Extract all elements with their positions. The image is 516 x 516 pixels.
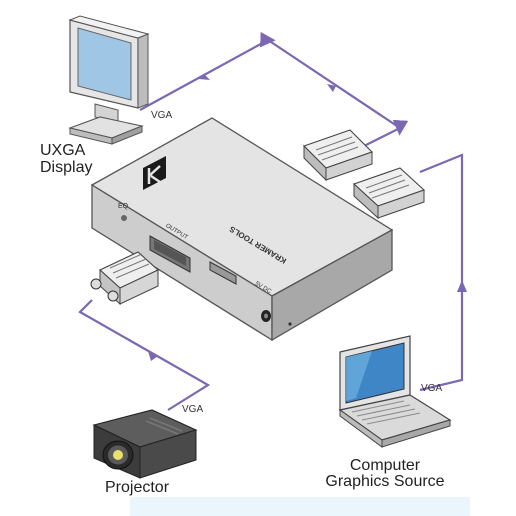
monitor-icon [68, 15, 150, 145]
input-port-icon [209, 261, 237, 285]
power-jack-icon [261, 310, 271, 322]
cable-display [139, 31, 409, 149]
vga-label-projector: VGA [182, 404, 204, 415]
vga-label-source: VGA [421, 383, 443, 394]
vga-connector-display-icon [302, 129, 374, 182]
bottom-strip [130, 497, 470, 516]
vga-label-display: VGA [151, 110, 173, 121]
cable-source [419, 153, 464, 392]
kramer-logo-icon [143, 156, 166, 190]
projector-icon [92, 409, 198, 479]
vga-connector-projector-icon [90, 251, 159, 306]
output-port-icon [149, 235, 191, 273]
cable-source-arrow [457, 280, 467, 292]
cable-projector-arrow [148, 351, 158, 361]
cable-projector [78, 299, 211, 411]
source-title-line2: Graphics Source [325, 473, 445, 490]
power-led-icon [288, 322, 292, 326]
vga-connector-source-icon [352, 167, 426, 220]
laptop-icon [338, 335, 452, 448]
eq-label: EQ [118, 203, 129, 210]
eq-knob-icon [121, 215, 127, 221]
device-box [90, 117, 394, 342]
cable-display-arrow-up [199, 75, 210, 80]
display-title-line2: Display [40, 159, 93, 176]
display-title-line1: UXGA [40, 142, 86, 159]
cable-display-arrow-down [327, 84, 336, 92]
projector-title: Projector [105, 479, 170, 496]
source-title-line1: Computer [349, 457, 421, 474]
